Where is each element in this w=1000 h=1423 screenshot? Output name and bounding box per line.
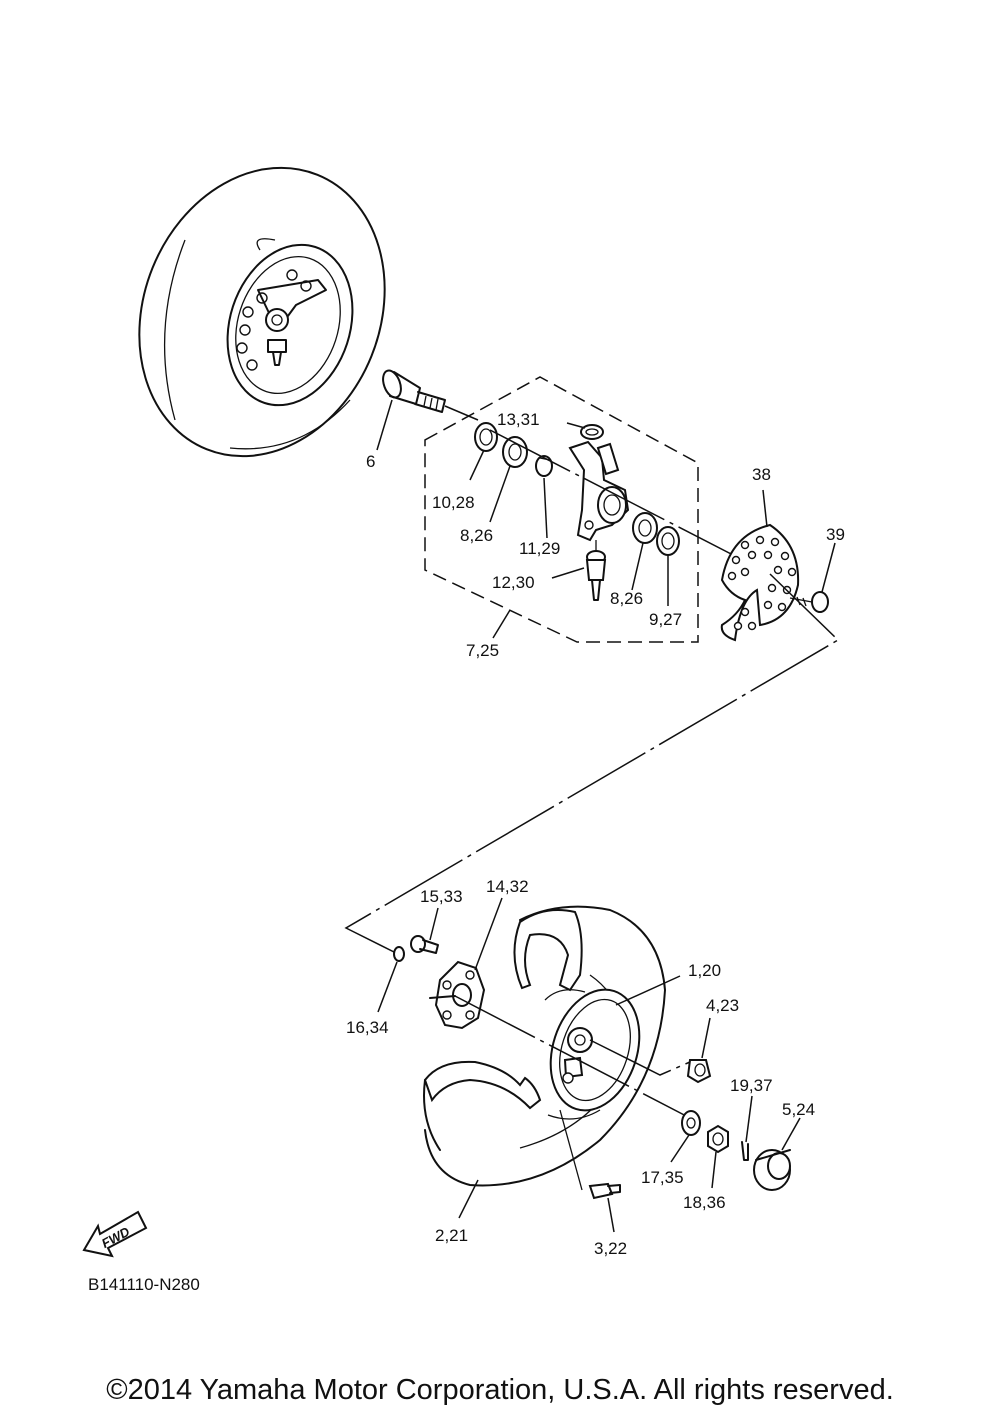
ball-joint-part-12 <box>585 540 607 601</box>
label-14-32: 14,32 <box>486 877 529 896</box>
stud-part-15 <box>410 935 439 954</box>
hub-part-14 <box>429 960 486 1030</box>
diagram-code: B141110-N280 <box>88 1275 200 1294</box>
ring-part-13 <box>580 424 604 440</box>
label-3-22: 3,22 <box>594 1239 627 1258</box>
label-38: 38 <box>752 465 771 484</box>
label-39: 39 <box>826 525 845 544</box>
castle-nut-part-18 <box>707 1124 729 1154</box>
bearing-part-8-lower <box>632 512 658 544</box>
label-5-24: 5,24 <box>782 1100 815 1119</box>
callout-labels: 6 13,31 10,28 8,26 11,29 12,30 8,26 9,27… <box>346 410 845 1258</box>
knuckle-assembly-outline <box>424 376 699 643</box>
fwd-arrow-icon: FWD <box>82 1210 148 1258</box>
label-8-26-upper: 8,26 <box>460 526 493 545</box>
hub-cap-part-5 <box>753 1149 791 1191</box>
washer-part-17 <box>681 1110 701 1136</box>
stub-axle-part <box>382 369 446 413</box>
label-8-26-lower: 8,26 <box>610 589 643 608</box>
label-11-29: 11,29 <box>519 539 560 558</box>
label-2-21: 2,21 <box>435 1226 468 1245</box>
label-1-20: 1,20 <box>688 961 721 980</box>
label-15-33: 15,33 <box>420 887 463 906</box>
nut-part-4 <box>686 1059 712 1084</box>
steering-knuckle <box>568 440 630 542</box>
cotter-pin-part-19 <box>741 1141 749 1161</box>
label-10-28: 10,28 <box>432 493 475 512</box>
collar-part-11 <box>535 455 553 477</box>
exploded-wheel-view <box>423 905 666 1187</box>
seal-part-9 <box>656 526 680 556</box>
valve-part-3 <box>588 1182 621 1200</box>
assembled-disc <box>236 269 312 371</box>
label-18-36: 18,36 <box>683 1193 726 1212</box>
brake-disc-part-38 <box>720 523 800 642</box>
label-4-23: 4,23 <box>706 996 739 1015</box>
label-6: 6 <box>366 452 375 471</box>
label-13-31: 13,31 <box>497 410 540 429</box>
label-16-34: 16,34 <box>346 1018 389 1037</box>
bolt-part-39 <box>789 591 829 613</box>
seal-part-10 <box>474 422 498 452</box>
o-ring-part-16 <box>393 946 405 962</box>
leader-lines <box>376 399 836 1233</box>
label-7-25: 7,25 <box>466 641 499 660</box>
label-19-37: 19,37 <box>730 1076 773 1095</box>
bearing-part-8-upper <box>502 436 528 468</box>
label-12-30: 12,30 <box>492 573 535 592</box>
label-9-27: 9,27 <box>649 610 682 629</box>
copyright-notice: ©2014 Yamaha Motor Corporation, U.S.A. A… <box>106 1374 894 1406</box>
label-17-35: 17,35 <box>641 1168 684 1187</box>
assembled-wheel-view <box>138 166 386 458</box>
